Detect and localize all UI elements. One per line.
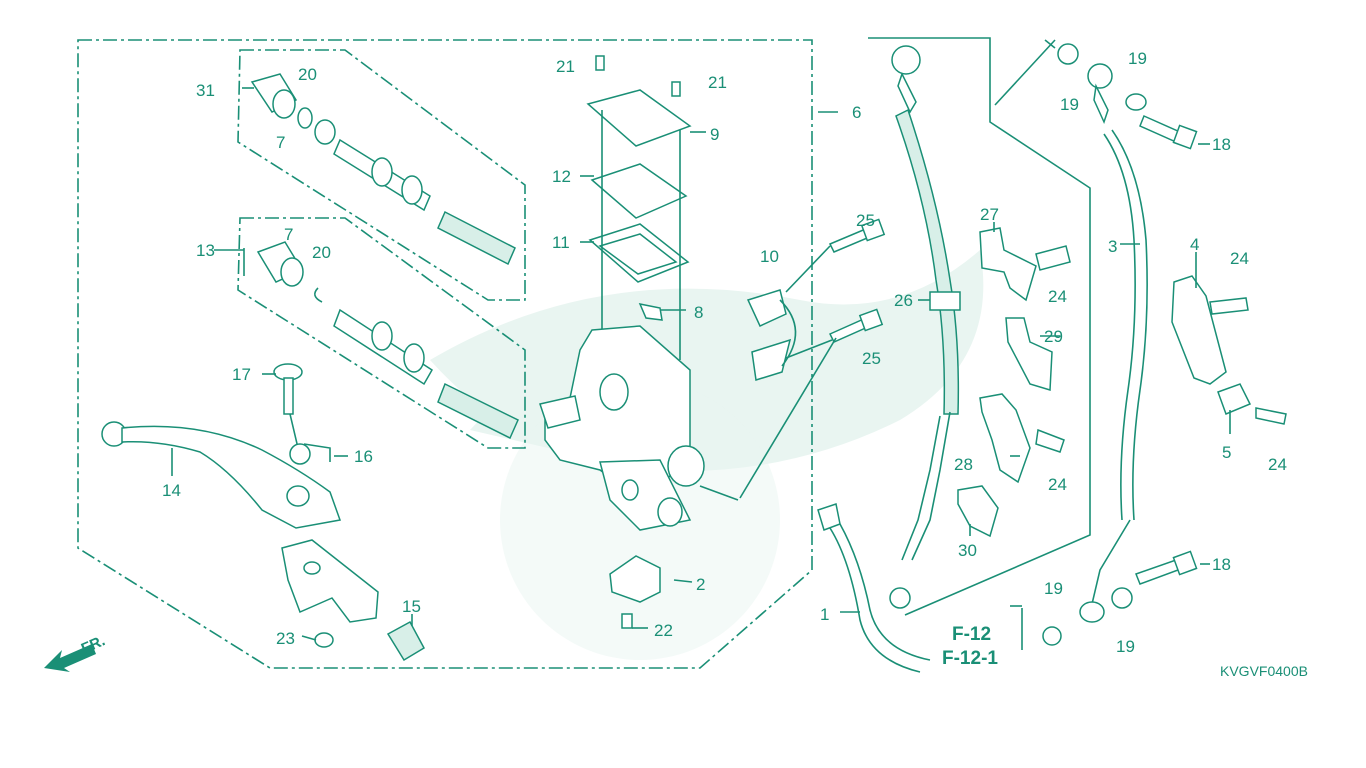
group-border-master-cylinder bbox=[77, 39, 813, 669]
callout-17: 17 bbox=[232, 365, 251, 384]
reference-label-f12: F-12 bbox=[952, 624, 991, 645]
callout-23: 23 bbox=[276, 629, 295, 648]
front-direction-arrow-icon: FR. bbox=[44, 632, 108, 672]
callout-7-lower: 7 bbox=[284, 225, 293, 244]
sensor-wire bbox=[817, 503, 931, 673]
callout-24-c: 24 bbox=[1048, 475, 1067, 494]
reference-label-f12-1: F-12-1 bbox=[942, 648, 998, 669]
callout-28: 28 bbox=[954, 455, 973, 474]
callout-26: 26 bbox=[894, 291, 913, 310]
master-cylinder-body bbox=[539, 302, 705, 531]
callout-14: 14 bbox=[162, 481, 181, 500]
callout-10: 10 bbox=[760, 247, 779, 266]
callout-4: 4 bbox=[1190, 235, 1199, 254]
callout-5: 5 bbox=[1222, 443, 1231, 462]
callout-27: 27 bbox=[980, 205, 999, 224]
pivot-bolt-and-spring bbox=[273, 363, 331, 465]
callout-24-a: 24 bbox=[1230, 249, 1249, 268]
callout-21-left: 21 bbox=[556, 57, 575, 76]
callout-8: 8 bbox=[694, 303, 703, 322]
callout-19-d: 19 bbox=[1116, 637, 1135, 656]
callout-6: 6 bbox=[852, 103, 861, 122]
callout-24-d: 24 bbox=[1268, 455, 1287, 474]
callout-1: 1 bbox=[820, 605, 829, 624]
group-border-hose bbox=[868, 37, 1091, 616]
callout-19-a: 19 bbox=[1060, 95, 1079, 114]
callout-20-lower: 20 bbox=[312, 243, 331, 262]
leader-lines bbox=[171, 87, 1231, 650]
callout-2: 2 bbox=[696, 575, 705, 594]
bolts bbox=[699, 218, 886, 501]
callout-22: 22 bbox=[654, 621, 673, 640]
callout-29: 29 bbox=[1044, 327, 1063, 346]
callout-18-lower: 18 bbox=[1212, 555, 1231, 574]
callout-7-upper: 7 bbox=[276, 133, 285, 152]
brake-hose-right bbox=[1042, 43, 1198, 646]
stop-switch bbox=[609, 555, 661, 629]
hose-stay bbox=[1171, 275, 1287, 425]
callout-31: 31 bbox=[196, 81, 215, 100]
clamps bbox=[957, 227, 1071, 538]
diagram-code: KVGVF0400B bbox=[1220, 663, 1308, 679]
callout-20-upper: 20 bbox=[298, 65, 317, 84]
callout-numbers: 1 2 3 4 5 6 7 7 8 9 10 11 12 13 14 15 16… bbox=[162, 49, 1287, 656]
callout-12: 12 bbox=[552, 167, 571, 186]
callout-25-lower: 25 bbox=[862, 349, 881, 368]
callout-21-right: 21 bbox=[708, 73, 727, 92]
callout-25-upper: 25 bbox=[856, 211, 875, 230]
callout-30: 30 bbox=[958, 541, 977, 560]
callout-24-b: 24 bbox=[1048, 287, 1067, 306]
holder bbox=[746, 289, 797, 381]
callout-11: 11 bbox=[552, 233, 570, 252]
callout-3: 3 bbox=[1108, 237, 1117, 256]
callout-18-upper: 18 bbox=[1212, 135, 1231, 154]
callout-19-b: 19 bbox=[1128, 49, 1147, 68]
callout-16: 16 bbox=[354, 447, 373, 466]
callout-19-c: 19 bbox=[1044, 579, 1063, 598]
brake-hose-left bbox=[889, 45, 961, 609]
callout-9: 9 bbox=[710, 125, 719, 144]
brake-lever bbox=[101, 421, 425, 662]
direction-label: FR. bbox=[79, 632, 108, 657]
reservoir-cap-stack bbox=[586, 55, 692, 360]
callout-15: 15 bbox=[402, 597, 421, 616]
callout-13: 13 bbox=[196, 241, 215, 260]
piston-kit-lower bbox=[256, 241, 519, 440]
piston-kit-upper bbox=[250, 73, 516, 266]
